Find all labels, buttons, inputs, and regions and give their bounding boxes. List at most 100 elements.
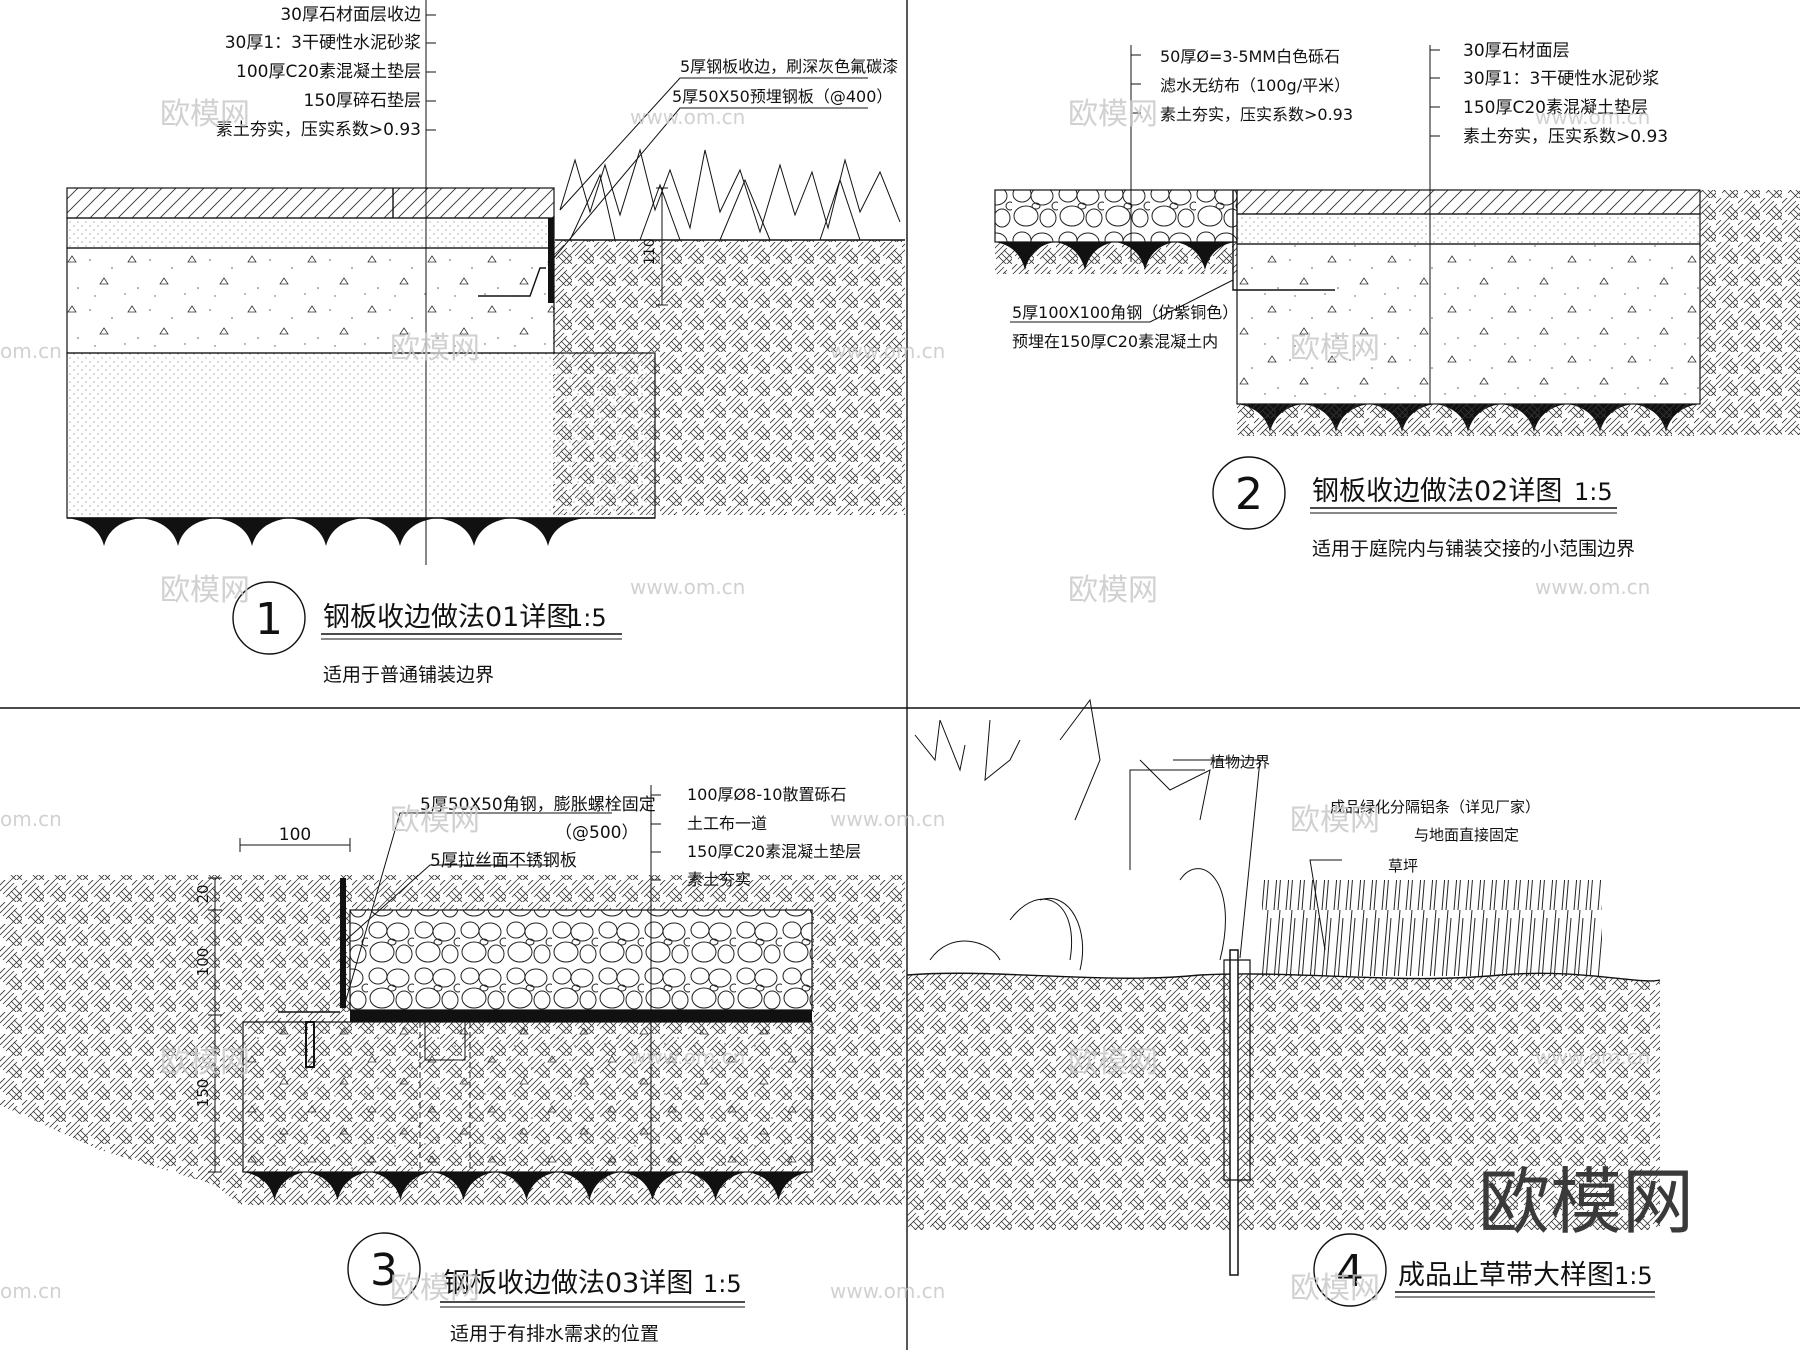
p2-subtitle: 适用于庭院内与铺装交接的小范围边界 — [1312, 538, 1635, 560]
watermark-site: www.om.cn — [630, 1045, 745, 1069]
watermark-site-short: om.cn — [0, 339, 62, 363]
compacted-soil-mark — [495, 1172, 558, 1200]
compacted-soil-mark — [363, 518, 437, 546]
p1-detail-number: 1 — [255, 594, 283, 645]
watermark-brand: 欧模网 — [1068, 573, 1158, 608]
watermark-brand: 欧模网 — [1290, 1271, 1380, 1306]
compacted-soil-mark — [558, 1172, 621, 1200]
p1-dim-110: 110 — [642, 238, 658, 265]
p2-detail-number: 2 — [1235, 469, 1263, 520]
p1-subtitle: 适用于普通铺装边界 — [323, 664, 494, 686]
gravel-base-layer — [66, 352, 656, 519]
p2-callout-bottom-2: 预埋在150厚C20素混凝土内 — [1012, 332, 1218, 351]
p3-callout-right-1: 100厚Ø8-10散置砾石 — [687, 785, 846, 804]
watermark-site: www.om.cn — [1535, 575, 1650, 599]
p2-title: 钢板收边做法02详图 — [1312, 476, 1562, 507]
watermark-brand: 欧模网 — [1290, 803, 1380, 838]
panel-3-detail — [0, 785, 905, 1308]
p2-callout-bottom-1: 5厚100X100角钢（仿紫铜色） — [1012, 303, 1238, 322]
compacted-soil-mark — [621, 1172, 684, 1200]
mortar-layer — [66, 217, 555, 249]
p3-dim-top: 100 — [279, 825, 311, 845]
compacted-soil-mark — [437, 518, 511, 546]
plant-sketch — [914, 698, 1226, 971]
compacted-soil-mark — [243, 1172, 306, 1200]
mortar-layer — [1236, 213, 1701, 245]
p1-callout-right-2: 5厚50X50预埋钢板（@400） — [672, 87, 892, 106]
p2-callout-1: 50厚Ø=3-5MM白色砾石 — [1160, 47, 1340, 66]
p1-callout-right-1: 5厚钢板收边，刷深灰色氟碳漆 — [680, 57, 898, 76]
p3-title: 钢板收边做法03详图 — [443, 1268, 693, 1299]
p3-dim-100: 100 — [194, 948, 212, 977]
p4-callout-aluminum-strip: 成品绿化分隔铝条（详见厂家） — [1330, 798, 1540, 816]
p2-callout-right-1: 30厚石材面层 — [1463, 41, 1570, 61]
geotextile-layer — [350, 1010, 812, 1022]
p3-callout-1: 5厚50X50角钢，膨胀螺栓固定 — [420, 795, 656, 815]
panel-2-detail — [994, 45, 1800, 530]
grass-sketch — [559, 148, 901, 234]
p2-callout-right-4: 素土夯实，压实系数>0.93 — [1463, 127, 1668, 147]
p4-callout-fixing: 与地面直接固定 — [1414, 826, 1519, 844]
brand-logo-text: 欧模网 — [1478, 1160, 1694, 1244]
compacted-soil-mark — [215, 518, 289, 546]
watermark-brand: 欧模网 — [1068, 97, 1158, 132]
p1-scale: 1:5 — [568, 604, 607, 632]
watermark-brand: 欧模网 — [1290, 331, 1380, 366]
watermark-site: www.om.cn — [1535, 1045, 1650, 1069]
white-gravel-layer — [994, 189, 1238, 243]
p2-scale: 1:5 — [1574, 478, 1613, 506]
p4-detail-number: 4 — [1336, 1246, 1364, 1297]
compacted-soil-mark — [1055, 242, 1115, 270]
p3-callout-2: （@500） — [555, 823, 638, 843]
aluminum-edging-strip — [1229, 949, 1239, 1276]
p1-callout-1: 30厚石材面层收边 — [280, 5, 421, 25]
watermark-brand: 欧模网 — [160, 1045, 250, 1080]
watermark-site: www.om.cn — [830, 339, 945, 363]
compacted-soil-mark — [432, 1172, 495, 1200]
lawn — [1262, 880, 1602, 976]
p1-callout-2: 30厚1：3干硬性水泥砂浆 — [225, 33, 421, 53]
watermark-site: www.om.cn — [1535, 105, 1650, 129]
p3-dim-20: 20 — [194, 884, 212, 903]
p3-detail-number: 3 — [370, 1245, 398, 1296]
p1-callout-3: 100厚C20素混凝土垫层 — [236, 62, 421, 82]
watermark-site: www.om.cn — [830, 1279, 945, 1303]
compacted-soil-mark — [684, 1172, 747, 1200]
compacted-soil-mark — [141, 518, 215, 546]
watermark-brand: 欧模网 — [390, 803, 480, 838]
p4-callout-plant-boundary: 植物边界 — [1210, 753, 1270, 771]
compacted-soil-mark — [995, 242, 1055, 270]
p4-title: 成品止草带大样图 — [1398, 1260, 1614, 1291]
watermark-site: www.om.cn — [830, 807, 945, 831]
compacted-soil-mark — [306, 1172, 369, 1200]
p1-callout-4: 150厚碎石垫层 — [304, 91, 421, 111]
p3-scale: 1:5 — [703, 1270, 742, 1298]
watermark-brand: 欧模网 — [390, 331, 480, 366]
p3-callout-right-4: 素土夯实 — [687, 870, 751, 889]
compacted-soil-mark — [67, 518, 141, 546]
compacted-soil-mark — [369, 1172, 432, 1200]
p2-callout-right-2: 30厚1：3干硬性水泥砂浆 — [1463, 69, 1659, 89]
panel-4-detail — [906, 698, 1661, 1307]
panel-1-detail — [66, 0, 905, 655]
watermark-brand: 欧模网 — [1068, 1045, 1158, 1080]
p3-dim-150: 150 — [194, 1079, 212, 1108]
detail-number-circle — [232, 581, 306, 655]
concrete-layer — [242, 1021, 813, 1173]
detail-number-circle — [347, 1232, 421, 1306]
stone-face-layer — [66, 187, 555, 219]
watermark-brand: 欧模网 — [390, 1271, 480, 1306]
stainless-steel-plate — [340, 878, 346, 1008]
p3-subtitle: 适用于有排水需求的位置 — [450, 1323, 659, 1345]
watermark-brand: 欧模网 — [160, 97, 250, 132]
p3-callout-right-3: 150厚C20素混凝土垫层 — [687, 842, 861, 861]
p4-scale: 1:5 — [1614, 1262, 1653, 1290]
p2-callout-right-3: 150厚C20素混凝土垫层 — [1463, 98, 1648, 118]
p2-callout-3: 素土夯实，压实系数>0.93 — [1160, 105, 1353, 124]
concrete-layer — [66, 247, 555, 354]
gravel-layer — [349, 909, 813, 1011]
compacted-soil-mark — [1175, 242, 1235, 270]
detail-number-circle — [1313, 1233, 1387, 1307]
compacted-soil-mark — [511, 518, 585, 546]
